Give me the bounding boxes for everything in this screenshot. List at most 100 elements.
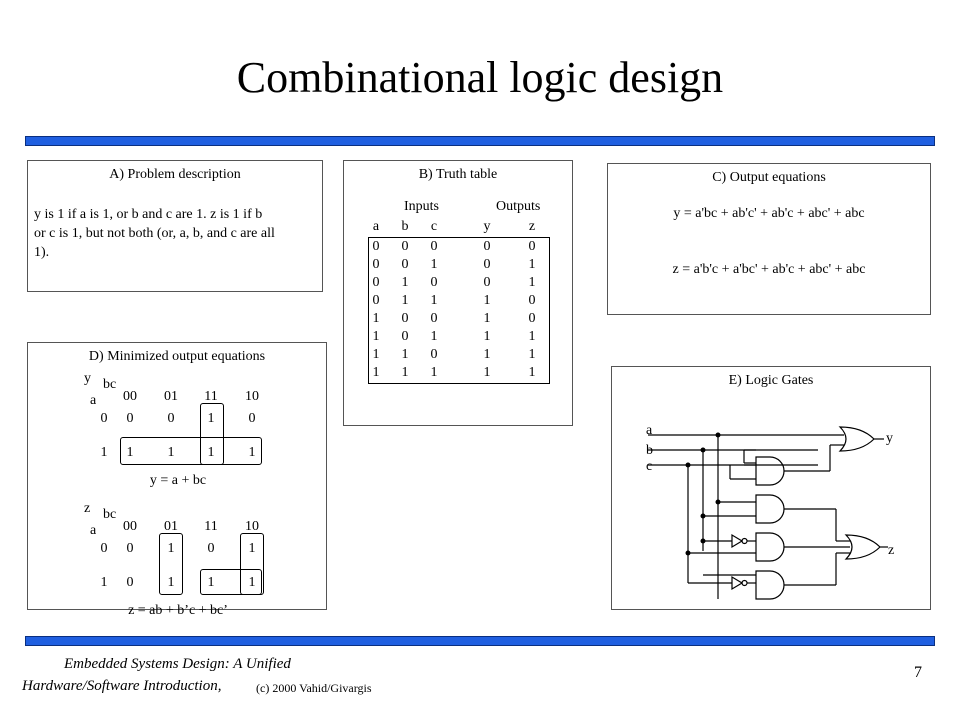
kmap-col-var: bc: [103, 377, 117, 392]
logic-gate-circuit: [648, 426, 888, 600]
truth-table-cell: 0: [430, 239, 438, 254]
footer-copyright: (c) 2000 Vahid/Givargis: [256, 681, 372, 695]
kmap-col-label: 10: [245, 389, 259, 404]
gate-output-z: z: [888, 543, 895, 558]
truth-table-cell: 0: [401, 311, 409, 326]
truth-table-cell: 0: [483, 275, 491, 290]
panel-e-title: E) Logic Gates: [728, 373, 814, 388]
truth-table-top-rule: [368, 237, 550, 238]
truth-table-cell: 1: [528, 365, 536, 380]
panel-c-title: C) Output equations: [712, 170, 826, 185]
kmap-row-label: 1: [100, 575, 108, 590]
kmap-cell: 0: [126, 575, 134, 590]
kmap-cell: 1: [167, 575, 175, 590]
kmap-row-label: 0: [100, 411, 108, 426]
footer-book-line-2: Hardware/Software Introduction,: [22, 678, 222, 694]
truth-table-header: c: [430, 219, 438, 234]
kmap-cell: 1: [248, 541, 256, 556]
truth-table-cell: 1: [401, 275, 409, 290]
truth-table-cell: 0: [483, 257, 491, 272]
truth-table-cell: 0: [401, 329, 409, 344]
kmap-col-label: 01: [164, 519, 178, 534]
kmap-y-group-col: [200, 403, 224, 465]
truth-table-right-rule: [549, 237, 550, 384]
truth-table-cell: 1: [528, 257, 536, 272]
truth-table-cell: 0: [372, 257, 380, 272]
truth-table-cell: 1: [401, 365, 409, 380]
kmap-col-var: bc: [103, 507, 117, 522]
truth-table-cell: 1: [483, 347, 491, 362]
gate-input-b: b: [646, 443, 653, 458]
kmap-cell: 0: [126, 411, 134, 426]
top-divider-bar: [25, 136, 935, 146]
kmap-cell: 1: [207, 575, 215, 590]
kmap-output-var: y: [84, 371, 91, 386]
kmap-output-var: z: [84, 501, 91, 516]
problem-line-3: 1).: [34, 245, 50, 260]
problem-line-1: y is 1 if a is 1, or b and c are 1. z is…: [34, 207, 263, 222]
gate-input-a: a: [646, 423, 653, 438]
truth-table-bottom-rule: [368, 383, 550, 384]
truth-table-cell: 1: [401, 347, 409, 362]
truth-table-cell: 1: [430, 365, 438, 380]
truth-table-header: b: [401, 219, 409, 234]
truth-table-cell: 0: [528, 293, 536, 308]
kmap-row-var: a: [90, 523, 97, 538]
truth-table-cell: 0: [401, 239, 409, 254]
kmap-row-label: 1: [100, 445, 108, 460]
truth-table-cell: 1: [372, 347, 380, 362]
kmap-cell: 1: [248, 575, 256, 590]
truth-table-cell: 1: [483, 365, 491, 380]
kmap-z-group-ab: [200, 569, 262, 595]
truth-table-header: z: [528, 219, 536, 234]
kmap-cell: 1: [207, 445, 215, 460]
panel-logic-gates: E) Logic Gates: [611, 366, 931, 610]
panel-a-title: A) Problem description: [109, 167, 241, 182]
equation-z: z = a'b'c + a'bc' + ab'c + abc' + abc: [672, 262, 866, 277]
outputs-label: Outputs: [496, 199, 541, 214]
truth-table-cell: 0: [528, 311, 536, 326]
panel-b-title: B) Truth table: [418, 167, 498, 182]
truth-table-cell: 1: [528, 275, 536, 290]
bottom-divider-bar: [25, 636, 935, 646]
kmap-col-label: 00: [123, 389, 137, 404]
kmap-cell: 1: [126, 445, 134, 460]
truth-table-cell: 0: [372, 293, 380, 308]
footer-book-line-1: Embedded Systems Design: A Unified: [64, 656, 291, 672]
truth-table-cell: 0: [430, 311, 438, 326]
panel-d-title: D) Minimized output equations: [88, 349, 266, 364]
kmap-z-group-b-c: [159, 533, 183, 595]
kmap-col-label: 11: [204, 389, 218, 404]
kmap-col-label: 00: [123, 519, 137, 534]
kmap-equation: z = ab + b’c + bc’: [128, 603, 228, 618]
truth-table-cell: 1: [528, 347, 536, 362]
truth-table-left-rule: [368, 237, 369, 384]
gate-output-y: y: [886, 431, 893, 446]
kmap-cell: 0: [207, 541, 215, 556]
truth-table-cell: 1: [430, 329, 438, 344]
truth-table-cell: 0: [401, 257, 409, 272]
truth-table-cell: 1: [430, 257, 438, 272]
truth-table-cell: 0: [430, 347, 438, 362]
truth-table-cell: 0: [372, 275, 380, 290]
truth-table-cell: 1: [483, 293, 491, 308]
inputs-label: Inputs: [404, 199, 439, 214]
kmap-cell: 0: [126, 541, 134, 556]
truth-table-cell: 1: [372, 365, 380, 380]
truth-table-cell: 1: [430, 293, 438, 308]
kmap-cell: 1: [167, 445, 175, 460]
kmap-cell: 1: [167, 541, 175, 556]
problem-line-2: or c is 1, but not both (or, a, b, and c…: [34, 226, 275, 241]
truth-table-cell: 1: [483, 329, 491, 344]
slide-title: Combinational logic design: [236, 53, 724, 102]
kmap-cell: 1: [248, 445, 256, 460]
truth-table-cell: 1: [401, 293, 409, 308]
truth-table-cell: 1: [372, 329, 380, 344]
equation-y: y = a'bc + ab'c' + ab'c + abc' + abc: [673, 206, 865, 221]
gate-input-c: c: [646, 459, 653, 474]
kmap-row-label: 0: [100, 541, 108, 556]
